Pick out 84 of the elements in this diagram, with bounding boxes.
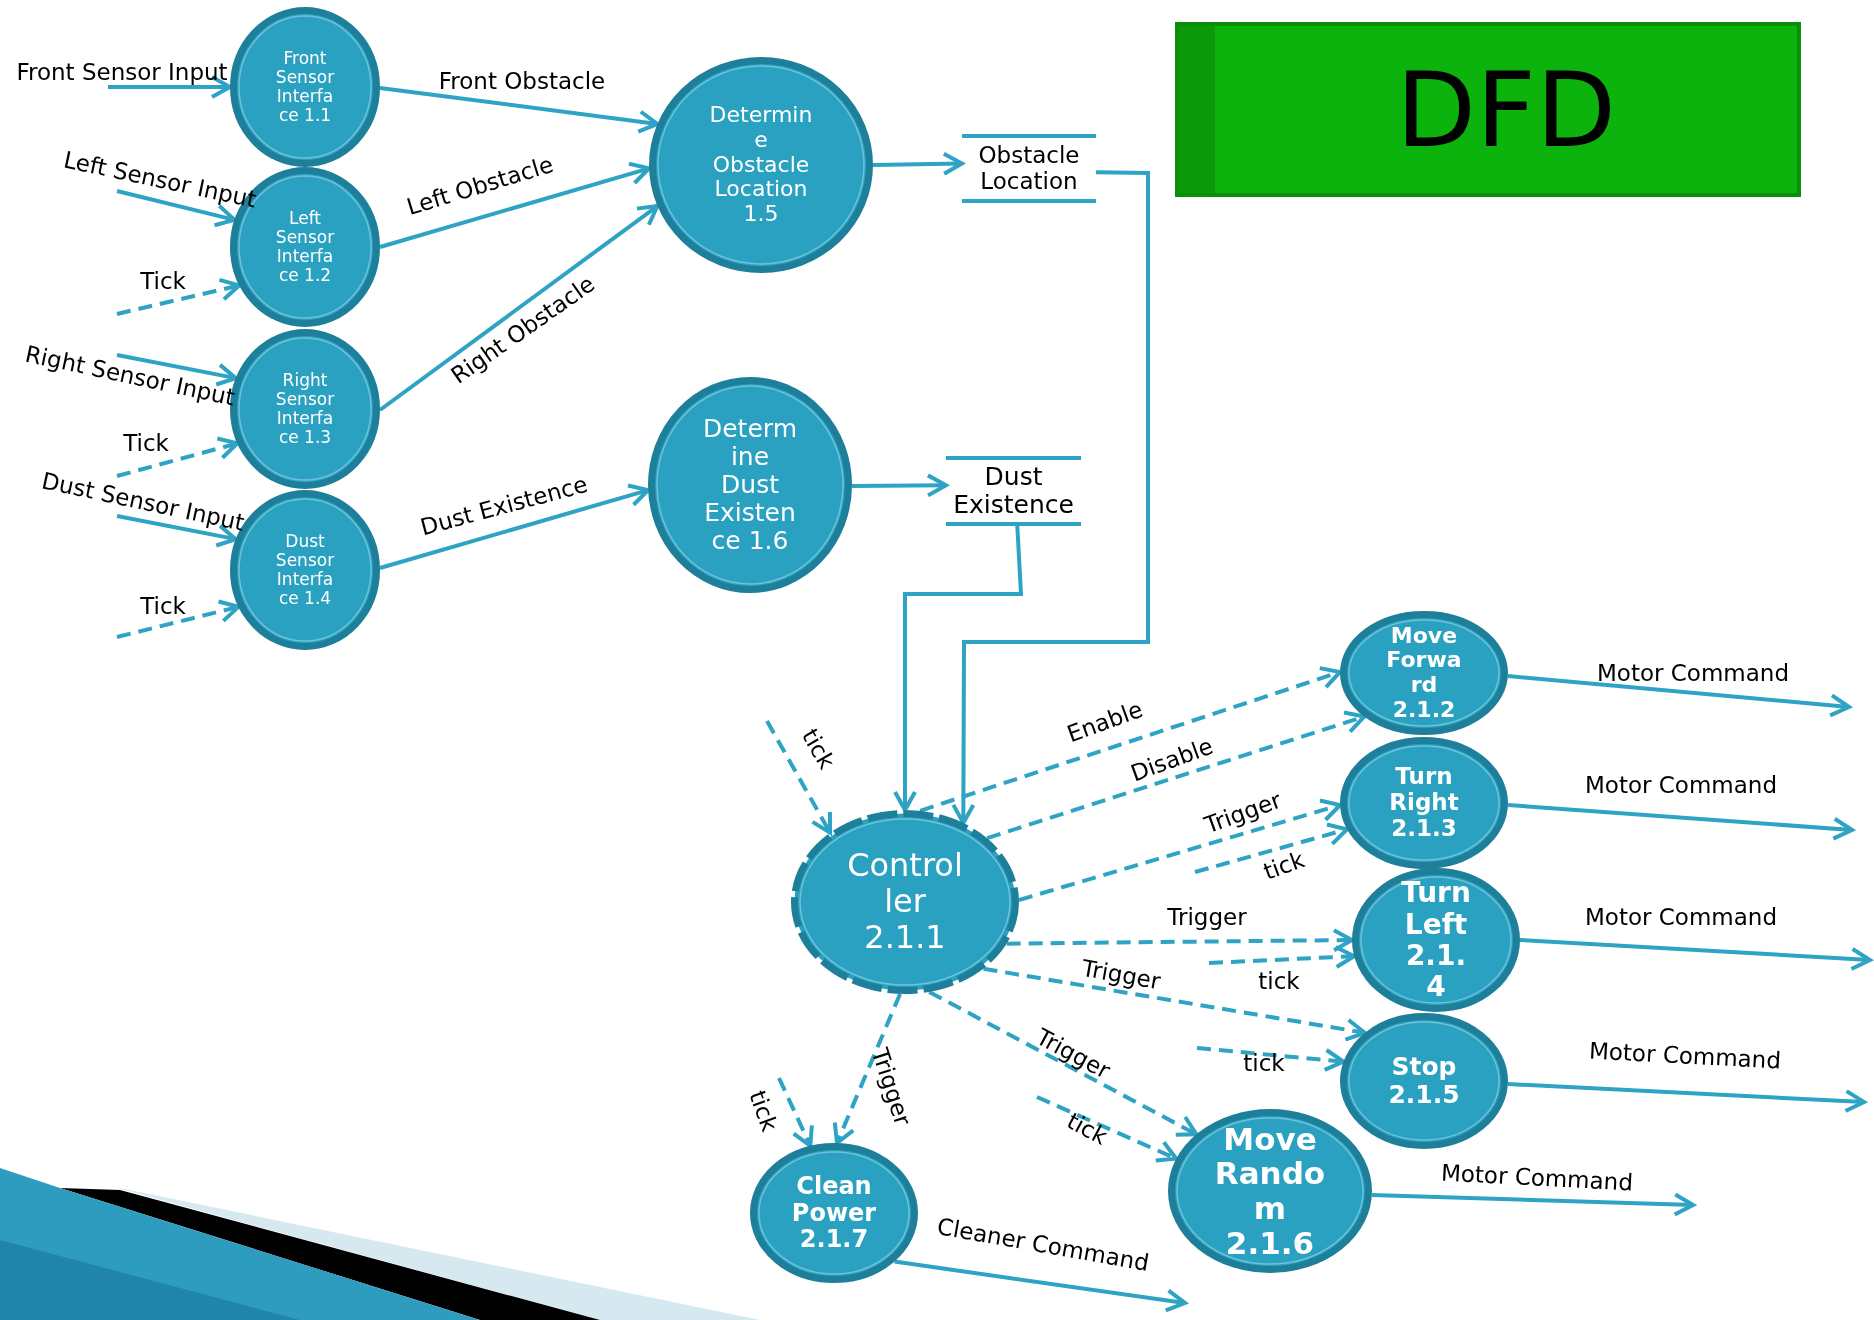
edge-label: Right Sensor Input bbox=[23, 342, 237, 410]
edge-label: Tick bbox=[140, 269, 186, 293]
node-label: Move Forwa rd 2.1.2 bbox=[1385, 623, 1463, 723]
node-label: Determin e Obstacle Location 1.5 bbox=[708, 103, 814, 227]
edge-label: Trigger bbox=[1079, 956, 1163, 994]
arrow bbox=[1507, 1082, 1866, 1114]
node-label: Dust Sensor Interfa ce 1.4 bbox=[274, 531, 336, 609]
process-circle bbox=[649, 57, 873, 273]
node-label: Turn Left 2.1. 4 bbox=[1400, 877, 1472, 1003]
dashed-arrow bbox=[777, 1077, 814, 1148]
process-circle bbox=[648, 377, 852, 593]
arrow bbox=[116, 189, 237, 228]
edge-label: Front Obstacle bbox=[438, 69, 606, 93]
process-circle bbox=[1340, 737, 1508, 869]
edge-label: Tick bbox=[140, 594, 186, 618]
arrow bbox=[1507, 803, 1854, 841]
dashed-arrow bbox=[1018, 798, 1343, 902]
process-circle bbox=[1340, 1013, 1508, 1149]
edge-label: tick bbox=[1260, 848, 1308, 884]
process-circle bbox=[791, 810, 1019, 994]
node-label: Turn Right 2.1.3 bbox=[1388, 764, 1460, 842]
node-label: Right Sensor Interfa ce 1.3 bbox=[274, 370, 336, 448]
arrow bbox=[1371, 1192, 1695, 1217]
edge-label: Trigger bbox=[1201, 788, 1285, 838]
arrow bbox=[108, 75, 232, 99]
arrow bbox=[379, 86, 660, 134]
dashed-arrow bbox=[1006, 928, 1354, 953]
edge-label: Trigger bbox=[1167, 905, 1247, 929]
edge-label: Cleaner Command bbox=[935, 1215, 1151, 1275]
arrow bbox=[379, 483, 651, 570]
edge-label: tick bbox=[1258, 969, 1300, 993]
dashed-arrow bbox=[928, 990, 1199, 1137]
arrow bbox=[1507, 674, 1851, 718]
arrow bbox=[872, 151, 964, 176]
process-circle bbox=[1340, 611, 1508, 735]
arrow bbox=[116, 353, 238, 387]
node-label: Left Sensor Interfa ce 1.2 bbox=[274, 208, 336, 286]
data-store bbox=[962, 134, 1096, 203]
edge-label: Tick bbox=[123, 431, 169, 455]
edge-label: Left Sensor Input bbox=[61, 148, 259, 212]
edge-label: tick bbox=[745, 1087, 781, 1135]
process-circle bbox=[230, 7, 380, 167]
edge-label: Front Sensor Input bbox=[16, 60, 228, 84]
dashed-arrow bbox=[116, 436, 240, 478]
dashed-arrow bbox=[983, 966, 1367, 1042]
edge-label: Motor Command bbox=[1585, 905, 1777, 929]
edge-label: Trigger bbox=[867, 1045, 915, 1129]
node-label: Control ler 2.1.1 bbox=[846, 848, 964, 956]
node-label: Stop 2.1.5 bbox=[1387, 1053, 1461, 1109]
node-label: Front Sensor Interfa ce 1.1 bbox=[274, 48, 336, 126]
dashed-arrow bbox=[116, 599, 241, 639]
dashed-arrow bbox=[919, 666, 1342, 813]
node-label: Move Rando m 2.1.6 bbox=[1213, 1121, 1327, 1261]
title-text: DFD bbox=[1395, 48, 1616, 171]
arrow bbox=[1519, 938, 1872, 971]
dashed-arrow bbox=[1194, 822, 1349, 874]
arrow bbox=[894, 1259, 1187, 1313]
edge-label: Dust Sensor Input bbox=[39, 469, 247, 535]
process-circle bbox=[1352, 868, 1520, 1012]
edge-label: Motor Command bbox=[1440, 1161, 1634, 1195]
node-label: Obstacle Location bbox=[977, 142, 1081, 195]
arrow bbox=[951, 170, 1150, 825]
dashed-arrow bbox=[986, 710, 1367, 841]
data-store bbox=[946, 456, 1081, 526]
dashed-arrow bbox=[116, 277, 242, 316]
process-circle bbox=[1168, 1109, 1372, 1273]
dashed-arrow bbox=[1208, 945, 1357, 969]
edge-label: Motor Command bbox=[1588, 1039, 1782, 1073]
arrow bbox=[116, 514, 238, 548]
dashed-arrow bbox=[1036, 1095, 1179, 1163]
arrow bbox=[893, 525, 1024, 812]
edge-label: Motor Command bbox=[1585, 773, 1777, 797]
arrow bbox=[378, 204, 660, 412]
process-circle bbox=[750, 1143, 918, 1283]
dashed-arrow bbox=[1196, 1046, 1346, 1072]
edge-label: tick bbox=[1063, 1109, 1111, 1149]
dashed-arrow bbox=[765, 720, 833, 835]
edge-label: Dust Existence bbox=[418, 472, 590, 540]
node-label: Clean Power 2.1.7 bbox=[791, 1172, 877, 1254]
node-label: Determ ine Dust Existen ce 1.6 bbox=[702, 415, 798, 555]
arrow bbox=[852, 473, 948, 498]
edge-label: Motor Command bbox=[1597, 661, 1789, 685]
edge-label: tick bbox=[1243, 1051, 1285, 1075]
node-label: Dust Existence bbox=[952, 463, 1075, 519]
